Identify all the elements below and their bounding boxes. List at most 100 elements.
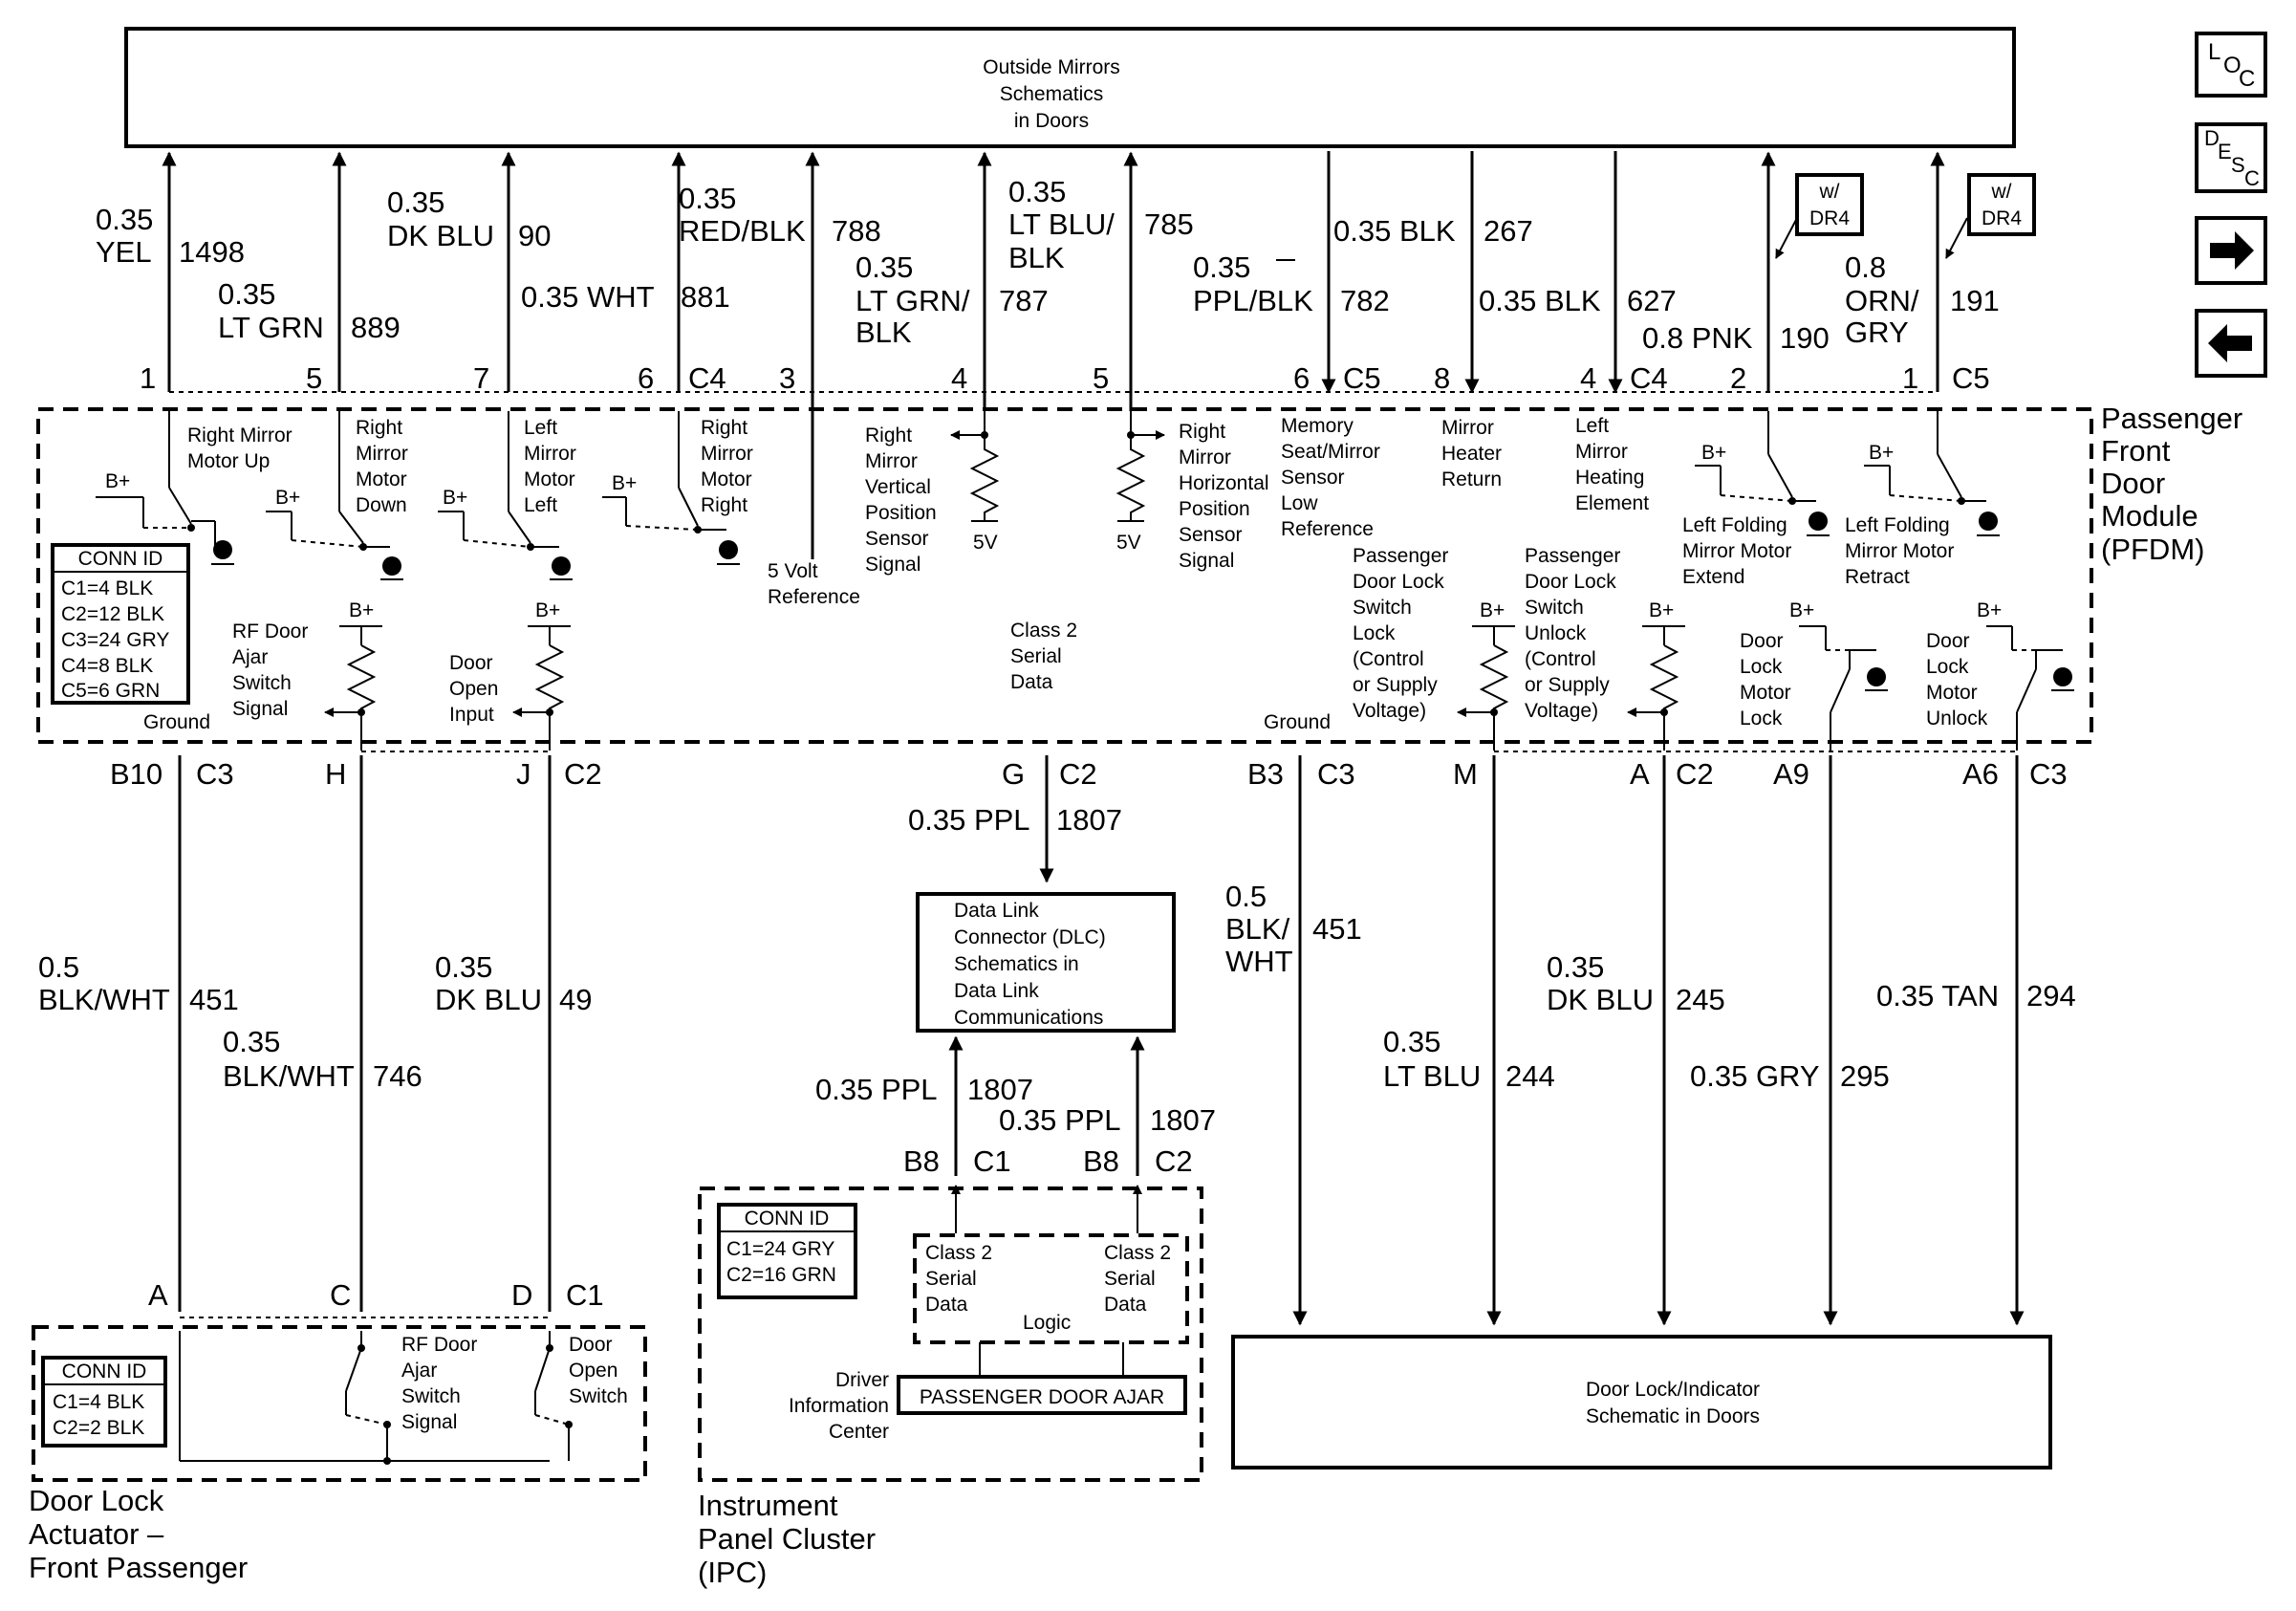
svg-text:Reference: Reference <box>1281 518 1374 540</box>
wire-782-color: PPL/BLK <box>1193 284 1313 317</box>
svg-text:(Control: (Control <box>1353 648 1424 670</box>
svg-text:(Control: (Control <box>1525 648 1596 670</box>
svg-text:C3: C3 <box>1317 757 1355 791</box>
svg-text:RF Door: RF Door <box>232 620 308 642</box>
svg-text:Left Folding: Left Folding <box>1845 514 1950 536</box>
actuator-enclosure <box>32 1325 647 1482</box>
switch-right-mirror-up: B+ <box>96 411 234 565</box>
svg-text:Left: Left <box>1575 415 1609 437</box>
ipc-wires: 0.35 PPL 1807 0.35 PPL 1807 B8 C1 B8 C2 <box>815 1035 1216 1233</box>
wire-627-size: 0.35 BLK <box>1479 284 1601 317</box>
svg-text:Switch: Switch <box>569 1385 628 1407</box>
driver-information-center: Driver Information Center <box>789 1369 889 1443</box>
svg-text:B+: B+ <box>1789 599 1814 621</box>
conn-c4-a: C4 <box>688 361 726 395</box>
svg-text:or Supply: or Supply <box>1525 674 1610 696</box>
svg-text:Right Mirror: Right Mirror <box>187 425 292 446</box>
ipc-message-display: PASSENGER DOOR AJAR <box>897 1375 1187 1415</box>
svg-text:Module: Module <box>2101 499 2199 533</box>
wire-191-color-b: GRY <box>1845 316 1909 349</box>
svg-text:Passenger: Passenger <box>1525 545 1620 567</box>
next-arrow-icon[interactable] <box>2195 216 2267 285</box>
svg-text:Sensor: Sensor <box>1179 524 1243 546</box>
outside-mirrors-line1: Outside Mirrors <box>983 56 1120 78</box>
outside-mirrors-line2: Schematics <box>1000 83 1104 105</box>
bottom-pins: B10 C3 H J C2 G C2 B3 C3 M A C2 A9 A6 C3 <box>110 751 2068 791</box>
svg-text:C2: C2 <box>1676 757 1714 791</box>
svg-text:G: G <box>1002 757 1025 791</box>
svg-text:B+: B+ <box>1480 599 1505 621</box>
pin-2: 2 <box>1730 361 1746 395</box>
svg-text:C1=4 BLK: C1=4 BLK <box>61 577 153 599</box>
svg-text:RF Door: RF Door <box>401 1334 477 1356</box>
svg-text:1807: 1807 <box>1150 1103 1216 1137</box>
svg-text:Motor: Motor <box>1926 682 1978 704</box>
svg-text:451: 451 <box>1312 912 1362 946</box>
svg-text:A: A <box>1630 757 1650 791</box>
ipc-enclosure <box>698 1186 1203 1482</box>
svg-text:Mirror Motor: Mirror Motor <box>1845 540 1954 562</box>
svg-text:Horizontal: Horizontal <box>1179 472 1269 494</box>
actuator-door-open-label: Door Open Switch <box>569 1334 628 1407</box>
svg-text:Signal: Signal <box>401 1411 457 1433</box>
svg-text:5 Volt: 5 Volt <box>768 560 818 582</box>
svg-text:295: 295 <box>1840 1059 1890 1093</box>
svg-text:Motor Up: Motor Up <box>187 450 270 472</box>
svg-text:Motor: Motor <box>356 468 407 490</box>
svg-text:Mirror: Mirror <box>356 443 408 465</box>
svg-text:Signal: Signal <box>1179 550 1234 572</box>
svg-text:Left: Left <box>524 417 557 439</box>
rf-ajar-label: RF Door Ajar Switch Signal Ground <box>143 620 308 733</box>
svg-text:C2=12 BLK: C2=12 BLK <box>61 603 164 625</box>
svg-text:Left: Left <box>524 494 557 516</box>
svg-text:B+: B+ <box>612 472 637 494</box>
svg-text:Lock: Lock <box>1740 708 1783 729</box>
svg-text:Lock: Lock <box>1353 622 1396 644</box>
conn-c5-b: C5 <box>1952 361 1990 395</box>
svg-text:Heater: Heater <box>1441 443 1502 465</box>
svg-text:Mirror: Mirror <box>865 450 918 472</box>
option-tag-dr4-191: w/ DR4 <box>1967 173 2036 236</box>
svg-text:5V: 5V <box>973 532 998 554</box>
fold-retract-label: Left Folding Mirror Motor Retract <box>1845 514 1954 588</box>
svg-text:Reference: Reference <box>768 586 860 608</box>
svg-text:CONN ID: CONN ID <box>745 1208 830 1230</box>
svg-text:Information: Information <box>789 1395 889 1417</box>
outside-mirrors-line3: in Doors <box>1014 110 1089 132</box>
svg-text:Door: Door <box>449 652 493 674</box>
svg-text:Left Folding: Left Folding <box>1682 514 1787 536</box>
svg-text:Mirror Motor: Mirror Motor <box>1682 540 1791 562</box>
svg-text:Position: Position <box>865 502 937 524</box>
ipc-title: Instrument Panel Cluster (IPC) <box>698 1489 876 1589</box>
svg-text:Panel Cluster: Panel Cluster <box>698 1522 876 1556</box>
svg-text:Serial: Serial <box>1104 1268 1156 1290</box>
wire-191-circuit: 191 <box>1950 284 2000 317</box>
wire-785-size: 0.35 <box>1008 175 1066 208</box>
switch-motor-lock: B+ <box>1789 599 1888 751</box>
svg-text:Right: Right <box>356 417 402 439</box>
svg-text:BLK/WHT: BLK/WHT <box>223 1059 355 1093</box>
svg-text:Right: Right <box>701 494 747 516</box>
pin-1-b: 1 <box>1902 361 1918 395</box>
loc-icon[interactable]: LOC <box>2195 32 2267 98</box>
wire-785-color-a: LT BLU/ <box>1008 207 1115 241</box>
bottom-wire-labels: 0.5 BLK/WHT 451 0.35 BLK/WHT 746 0.35 DK… <box>38 803 2076 1093</box>
svg-text:Door Lock: Door Lock <box>29 1484 164 1517</box>
switch-right-mirror-right: B+ <box>602 411 740 565</box>
svg-text:Right: Right <box>701 417 747 439</box>
svg-text:Lock: Lock <box>1926 656 1969 678</box>
svg-text:B+: B+ <box>105 470 130 492</box>
previous-arrow-icon[interactable] <box>2195 309 2267 378</box>
ipc-conn-id-table: CONN ID C1=24 GRY C2=16 GRN <box>717 1203 857 1299</box>
wire-782-size: 0.35 <box>1193 250 1250 284</box>
svg-text:Switch: Switch <box>1525 597 1584 619</box>
svg-text:Schematics in: Schematics in <box>954 953 1079 975</box>
motor-lock-label: Door Lock Motor Lock <box>1740 630 1791 729</box>
pin-5-b: 5 <box>1093 361 1109 395</box>
pdl-lock-input: B+ <box>1457 599 1515 751</box>
fold-extend-label: Left Folding Mirror Motor Extend <box>1682 514 1791 588</box>
wire-889-circuit: 889 <box>351 311 401 344</box>
svg-text:w/: w/ <box>1991 181 2012 203</box>
svg-text:J: J <box>516 757 531 791</box>
